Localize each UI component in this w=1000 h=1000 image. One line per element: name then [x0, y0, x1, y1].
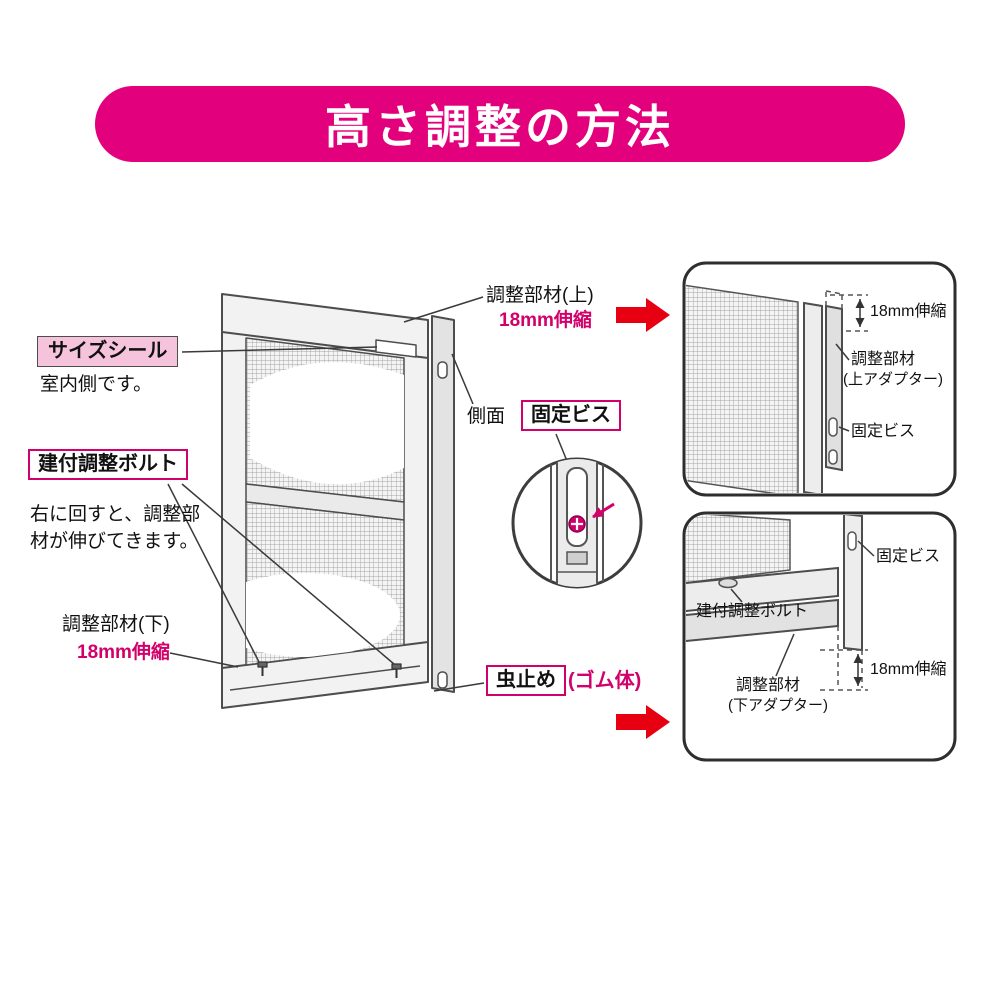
side-label: 側面 — [467, 406, 506, 427]
rubber-label: (ゴム体) — [568, 670, 642, 692]
panel-bottom-mm-label: 18mm伸縮 — [870, 661, 947, 678]
panel-bottom-screw-label: 固定ビス — [876, 548, 941, 565]
lower-part-mm-label: 18mm伸縮 — [77, 642, 170, 663]
side-rail-screw-slot-top — [437, 361, 448, 379]
size-seal-label: サイズシール — [37, 336, 179, 367]
upper-part-mm-label: 18mm伸縮 — [499, 310, 592, 331]
panel-bottom-adapter-label-2: (下アダプター) — [728, 697, 828, 714]
bolt-head-icon — [718, 577, 738, 589]
leader-lines — [167, 296, 568, 692]
adjust-bolt-left-icon — [257, 661, 268, 676]
panel-top-adapter-label-1: 調整部材 — [851, 351, 916, 368]
detail-circle — [511, 457, 643, 589]
adjust-bolt-right-icon — [391, 663, 402, 678]
title-banner: 高さ調整の方法 — [95, 86, 905, 162]
panel-top-mm-label: 18mm伸縮 — [870, 303, 947, 320]
bug-stop-label: 虫止め — [486, 665, 566, 696]
red-arrow-bottom-icon — [616, 705, 670, 739]
fixing-screw-label: 固定ビス — [521, 400, 621, 431]
side-rail-screw-slot-bottom — [437, 671, 448, 689]
panel-top-screw-label: 固定ビス — [851, 423, 916, 440]
red-arrow-top-icon — [616, 298, 670, 332]
adjust-bolt-note-line1: 右に回すと、調整部 — [30, 504, 201, 525]
page-title: 高さ調整の方法 — [325, 101, 675, 153]
panel-bottom-bolt-label: 建付調整ボルト — [696, 603, 809, 620]
screw-pointer-arrow-icon — [592, 502, 615, 519]
size-seal-note: 室内側です。 — [40, 374, 153, 395]
red-arrows — [616, 298, 670, 739]
panel-top-adapter-label-2: (上アダプター) — [843, 371, 943, 388]
adjust-bolt-label: 建付調整ボルト — [28, 449, 188, 480]
size-seal-sticker — [375, 339, 417, 358]
adjust-bolt-note-line2: 材が伸びてきます。 — [30, 531, 199, 552]
lower-part-label: 調整部材(下) — [62, 614, 170, 635]
detail-panel-bottom — [682, 511, 957, 762]
panel-bottom-adapter-label-1: 調整部材 — [736, 677, 801, 694]
upper-part-label: 調整部材(上) — [486, 285, 594, 306]
detail-panel-top — [682, 261, 957, 497]
adjust-bolt-note: 右に回すと、調整部 材が伸びてきます。 — [30, 501, 200, 555]
side-rail — [431, 315, 455, 693]
screen-door-drawing — [221, 293, 455, 709]
